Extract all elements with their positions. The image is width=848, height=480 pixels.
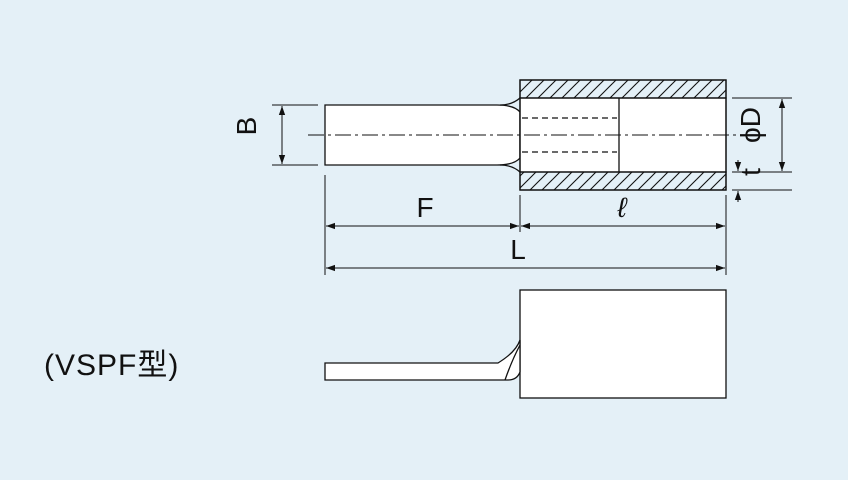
dimension-lines <box>272 97 792 275</box>
side-view-bend <box>504 344 521 381</box>
dim-label-b: B <box>231 117 262 136</box>
dim-label-l: L <box>510 234 526 265</box>
section-view <box>308 79 740 191</box>
dim-label-ell: ℓ <box>616 192 628 223</box>
dim-label-f: F <box>416 192 433 223</box>
side-view <box>324 289 727 399</box>
dim-label-d: ϕD <box>735 107 766 143</box>
side-view-blade <box>324 339 521 381</box>
dim-label-t: t <box>735 168 766 176</box>
sleeve-wall-top <box>519 79 727 99</box>
model-label: (VSPF型) <box>44 349 180 382</box>
transition-top <box>499 97 521 106</box>
sleeve-wall-bottom <box>519 171 727 191</box>
side-view-sleeve <box>519 289 727 399</box>
transition-bottom <box>499 164 521 173</box>
